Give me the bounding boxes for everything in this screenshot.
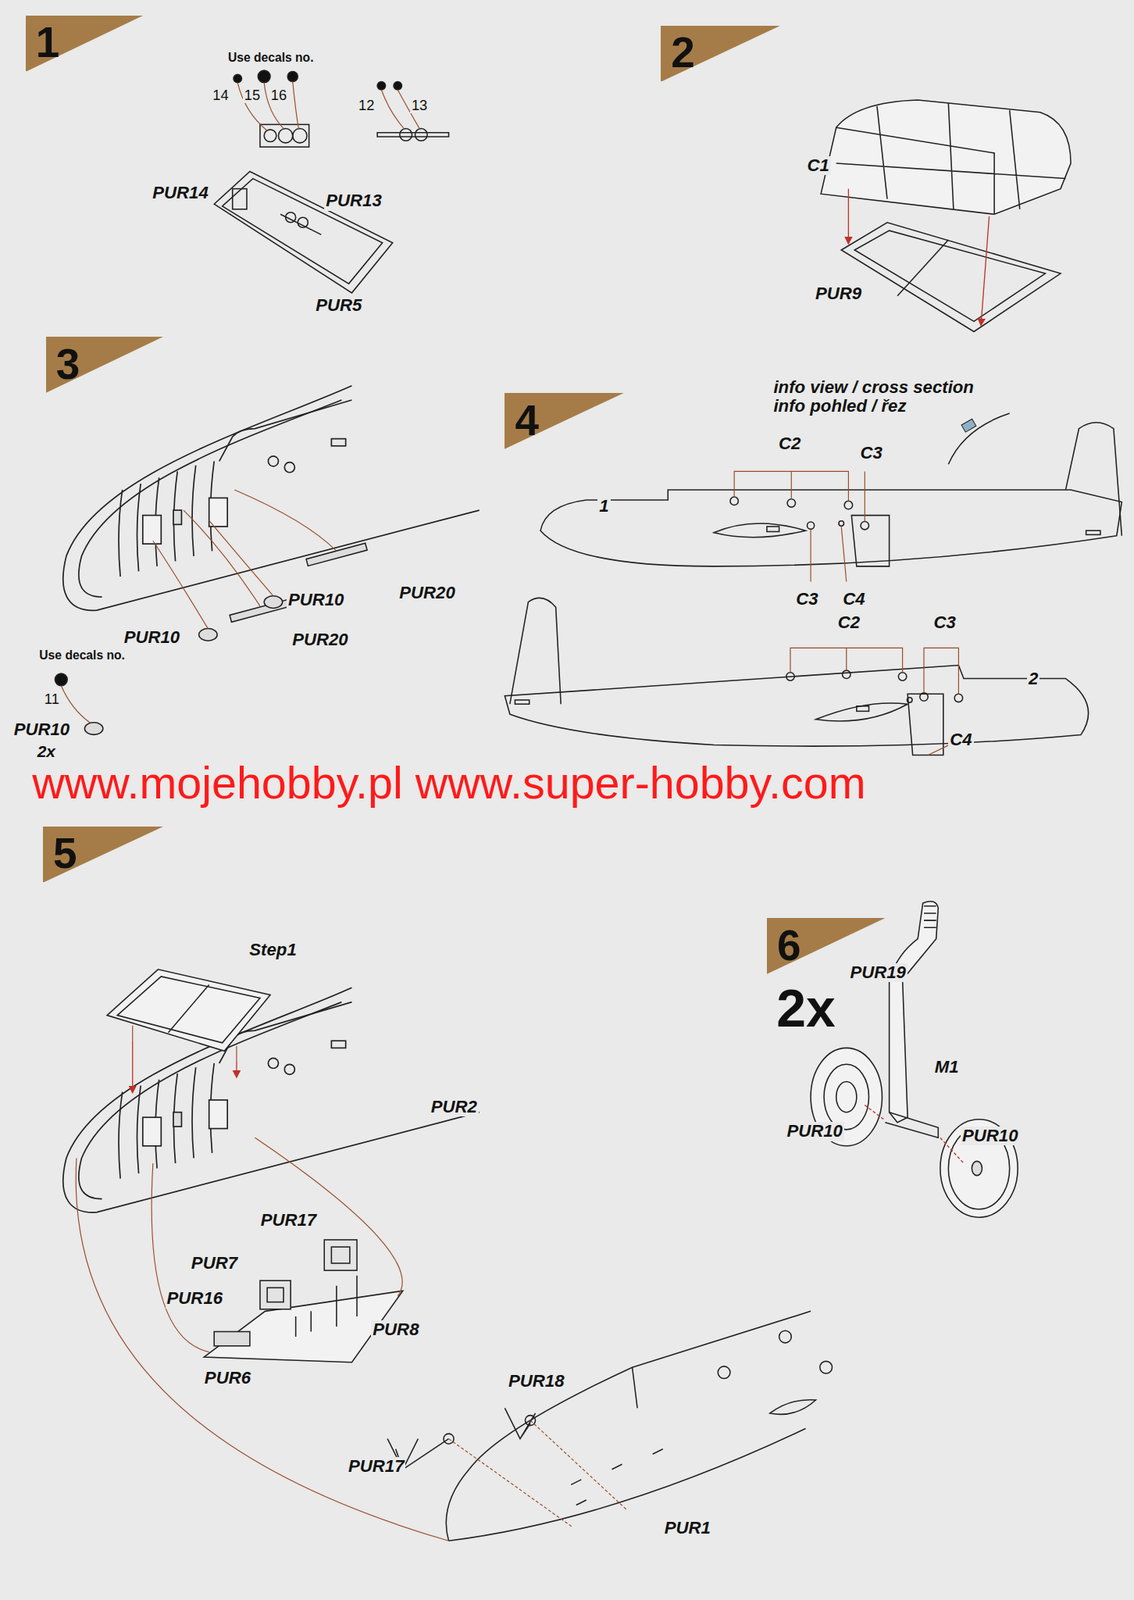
- part-label: PUR14: [150, 183, 211, 203]
- step-badge: 2: [660, 25, 781, 83]
- step-badge: 3: [46, 336, 164, 393]
- part-label: PUR10: [122, 627, 182, 647]
- fuselage-half: [63, 385, 480, 611]
- quantity: 2x: [35, 742, 58, 761]
- info-note: info pohled / řez: [771, 396, 908, 416]
- decal-note: Use decals no.: [37, 648, 127, 662]
- part-label: PUR18: [506, 1371, 567, 1391]
- part-label: Step1: [247, 940, 298, 960]
- decal-number: 13: [410, 97, 429, 114]
- part-label: C3: [931, 613, 957, 632]
- decal-number: 11: [42, 691, 61, 707]
- part-label: PUR16: [165, 1288, 225, 1308]
- step-number: 1: [25, 15, 61, 65]
- step-number: 6: [766, 917, 802, 967]
- part-label: C3: [858, 443, 884, 463]
- info-note: info view / cross section: [771, 378, 975, 397]
- step-badge: 4: [504, 392, 625, 450]
- step-number: 2: [660, 25, 696, 75]
- part-label: PUR7: [189, 1253, 239, 1273]
- part-label: PUR13: [324, 191, 384, 211]
- part-label: C2: [836, 613, 862, 632]
- part-label: C1: [805, 156, 831, 175]
- part-label: C3: [794, 589, 820, 609]
- part-label: PUR5: [313, 295, 364, 315]
- part-label: PUR19: [848, 962, 908, 982]
- step-badge: 1: [25, 15, 143, 72]
- decal-number: 14: [210, 87, 230, 104]
- quantity: 2x: [774, 979, 838, 1038]
- side-number: 2: [1027, 669, 1040, 689]
- part-label: C2: [777, 434, 803, 453]
- part-label: PUR6: [203, 1368, 253, 1388]
- part-label: PUR8: [370, 1319, 421, 1339]
- part-label: PUR17: [346, 1456, 407, 1476]
- part-label: PUR17: [259, 1210, 319, 1230]
- watermark: www.mojehobby.pl www.super-hobby.com: [30, 758, 867, 808]
- part-label: PUR10: [960, 1126, 1020, 1145]
- part-label: C4: [841, 589, 867, 609]
- decal-note: Use decals no.: [226, 50, 316, 65]
- step-badge: 5: [42, 826, 164, 883]
- step-number: 5: [42, 826, 78, 876]
- part-label: PUR10: [286, 590, 346, 610]
- step-number: 4: [504, 392, 539, 443]
- step-number: 3: [46, 336, 81, 386]
- decal-number: 16: [269, 87, 289, 104]
- part-label: PUR9: [813, 284, 863, 304]
- part-label: PUR10: [12, 720, 72, 739]
- part-label: PUR1: [663, 1518, 713, 1537]
- part-label: PUR20: [397, 583, 457, 603]
- part-label: PUR10: [784, 1121, 845, 1141]
- part-label: PUR20: [290, 630, 350, 650]
- part-label: M1: [933, 1057, 961, 1077]
- decal-number: 15: [242, 87, 262, 104]
- part-label: PUR2: [429, 1097, 479, 1117]
- side-number: 1: [597, 496, 610, 516]
- part-label: C4: [948, 730, 974, 749]
- decal-number: 12: [356, 97, 376, 114]
